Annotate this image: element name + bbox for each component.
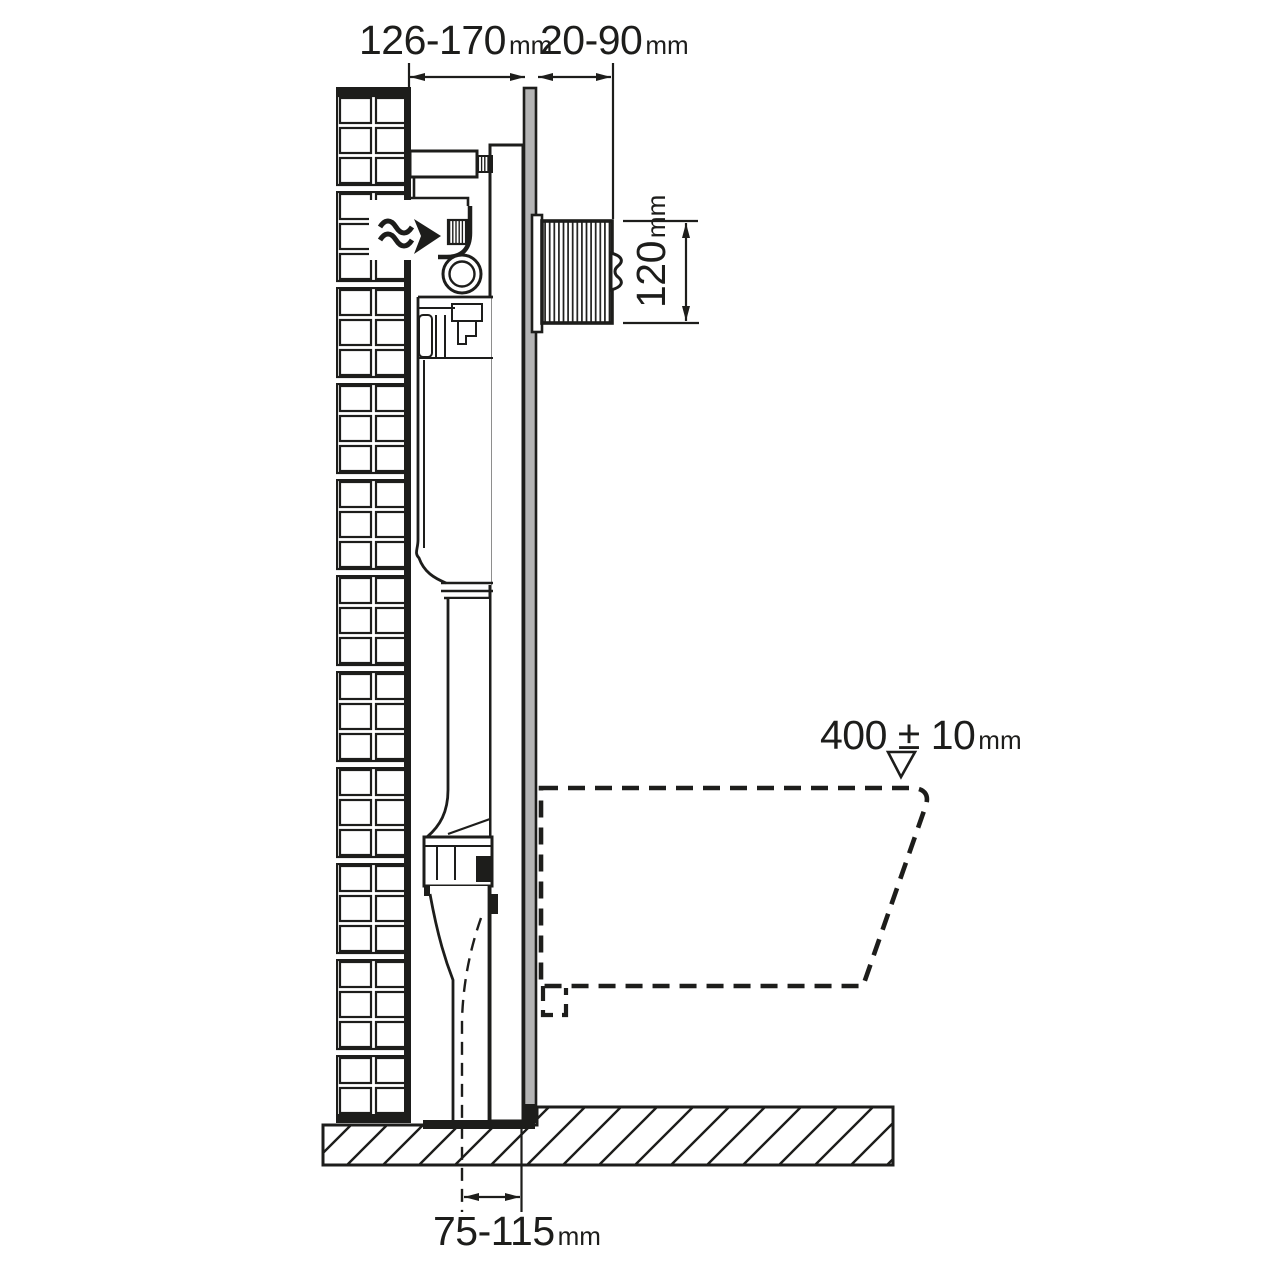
tile-wall-right-edge (404, 95, 411, 1116)
outlet-distance-value: 75-115 (433, 1208, 555, 1254)
dimension-lines (407, 63, 699, 1212)
drain-fill (430, 886, 489, 1120)
tile-pattern (336, 95, 411, 1116)
frame-rail (488, 143, 525, 1123)
cistern-tank (415, 295, 493, 585)
flush-plate-box (530, 213, 623, 334)
flush-valve-box (451, 303, 483, 322)
drain-centerline (460, 917, 483, 1212)
wall-thickness-unit: mm (645, 30, 689, 60)
frame-depth-unit: mm (508, 30, 553, 60)
drain-outer-curve (428, 893, 455, 1120)
tile-wall-top-edge (336, 87, 411, 95)
supply-connection-inner (448, 260, 476, 288)
tiled-wall (336, 87, 412, 1123)
frame-base-plate (423, 1120, 535, 1129)
drain-elbow (423, 886, 535, 1212)
floor-hatched (321, 1105, 895, 1167)
water-inlet-arrow (377, 218, 441, 254)
frame-depth-value: 126-170 (359, 17, 506, 63)
wall-fixing-bolt (487, 894, 498, 914)
fill-valve-left-block (418, 314, 433, 358)
flush-box-notch (609, 251, 623, 292)
bracket-arm (408, 149, 479, 179)
toilet-bowl-outline (538, 785, 930, 1018)
wall-panel-foot (522, 1104, 537, 1123)
top-wall-bracket (408, 149, 493, 206)
flush-pipe (426, 581, 493, 839)
flush-opening-height-value: 120 (628, 241, 674, 308)
fixing-bolt (476, 856, 492, 882)
pipe-fill (449, 599, 489, 837)
level-triangle-icon (885, 750, 918, 780)
bowl-body (538, 785, 930, 989)
pipe-cutout (369, 200, 412, 260)
bracket-step (410, 196, 470, 206)
outlet-diagonal-upper (447, 817, 491, 836)
wave-line-2 (377, 231, 415, 249)
stop-valve-knob (446, 218, 469, 246)
pipe-left-edge (426, 598, 450, 839)
bowl-rim-height-value: 400 ± 10 (820, 712, 976, 758)
outlet-distance-unit: mm (557, 1221, 601, 1251)
tile-wall-base (336, 1114, 411, 1123)
flush-opening-height-unit: mm (641, 194, 671, 239)
bowl-rim-height-unit: mm (978, 725, 1022, 755)
flush-box-hatched (540, 219, 614, 325)
supply-pipe (438, 206, 473, 260)
threaded-rod (476, 155, 493, 173)
arrow-head (414, 219, 441, 254)
bowl-foot (540, 986, 569, 1018)
wall-thickness-value: 20-90 (540, 17, 643, 63)
tank-left-edge (415, 297, 447, 585)
flush-valve-step (457, 320, 477, 345)
wave-line-1 (377, 218, 415, 236)
